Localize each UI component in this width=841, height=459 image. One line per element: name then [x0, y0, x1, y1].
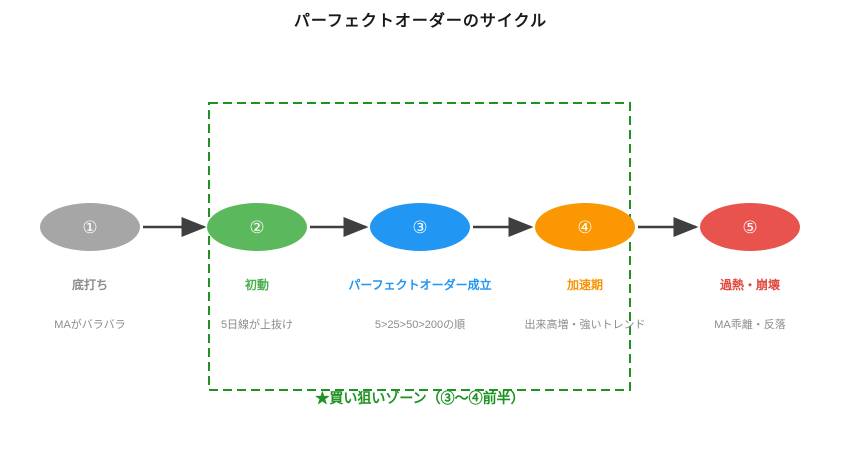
stage-3-name: パーフェクトオーダー成立	[348, 278, 492, 292]
stage-4-name: 加速期	[566, 278, 603, 292]
stage-1-bottoming: ① 底打ち MAがバラバラ	[5, 203, 175, 343]
stage-1-name: 底打ち	[71, 278, 108, 292]
stage-4-description: 出来高増・強いトレンド	[524, 319, 646, 331]
stage-4-number: ④	[577, 217, 593, 237]
stage-5-description: MA乖離・反落	[714, 319, 786, 331]
buy-zone-label: ★買い狙いゾーン（③〜④前半）	[315, 390, 525, 406]
stage-2-name: 初動	[244, 278, 269, 292]
stage-2-initial-move: ② 初動 5日線が上抜け	[172, 203, 342, 343]
stage-1-number: ①	[82, 217, 98, 237]
stage-1-ellipse: ①	[40, 203, 140, 251]
stage-3-perfect-order: ③ パーフェクトオーダー成立 5>25>50>200の順	[335, 203, 505, 343]
stage-4-ellipse: ④	[535, 203, 635, 251]
stage-5-overheat-collapse: ⑤ 過熱・崩壊 MA乖離・反落	[665, 203, 835, 343]
stage-2-description: 5日線が上抜け	[220, 319, 294, 331]
stage-1-description: MAがバラバラ	[54, 319, 126, 331]
diagram-title: パーフェクトオーダーのサイクル	[293, 13, 548, 30]
stage-5-number: ⑤	[742, 217, 758, 237]
stage-5-ellipse: ⑤	[700, 203, 800, 251]
stage-3-number: ③	[412, 217, 428, 237]
stage-3-ellipse: ③	[370, 203, 470, 251]
stage-3-description: 5>25>50>200の順	[374, 319, 466, 331]
stage-2-ellipse: ②	[207, 203, 307, 251]
stage-5-name: 過熱・崩壊	[719, 278, 780, 292]
stage-4-acceleration: ④ 加速期 出来高増・強いトレンド	[500, 203, 670, 343]
stage-2-number: ②	[249, 217, 265, 237]
